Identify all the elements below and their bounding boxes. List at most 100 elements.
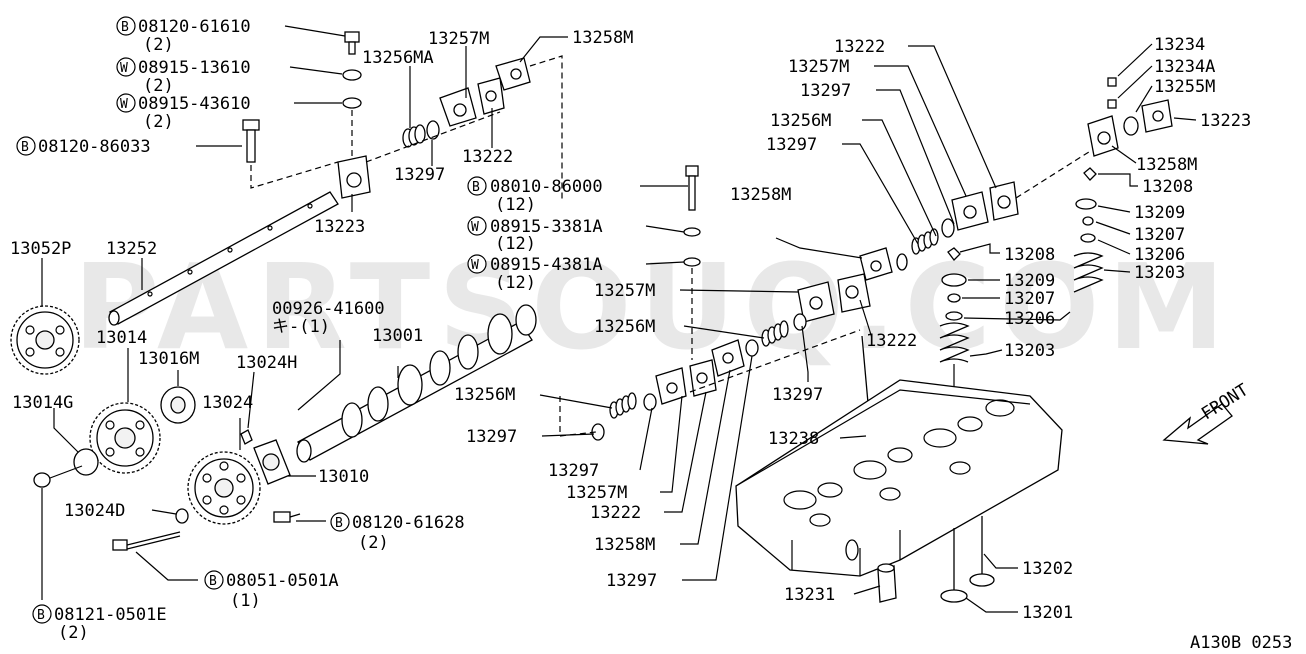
label-13297: 13297 [394,165,445,185]
label-08915-13610: 08915-13610 [138,58,251,78]
svg-text:B: B [21,140,29,155]
label-13256MA: 13256MA [362,48,434,68]
label-08915-4381A: 08915-4381A [490,255,603,275]
rocker-shaft [108,191,339,326]
label-13207: 13207 [1134,225,1185,245]
label-qty: (2) [58,623,89,643]
label-13238: 13238 [768,429,819,449]
label-13256M: 13256M [770,111,831,131]
label-13223: 13223 [314,217,365,237]
label-13256M: 13256M [594,317,655,337]
camshaft-13001 [296,304,537,463]
washer-13014G [33,448,99,488]
label-qty: (2) [358,533,389,553]
rocker-arms-mid [559,273,871,441]
label-13208: 13208 [1004,245,1055,265]
shaft-bracket-left [337,155,371,199]
svg-text:B: B [335,516,343,531]
gear-13024 [187,451,261,525]
label-13206: 13206 [1004,309,1055,329]
svg-text:W: W [471,220,479,235]
label-13297: 13297 [766,135,817,155]
label-13257M: 13257M [594,281,655,301]
label-qty: (2) [143,35,174,55]
label-13257M: 13257M [788,57,849,77]
label-13297: 13297 [772,385,823,405]
label-13209: 13209 [1004,271,1055,291]
label-08121-0501E: 08121-0501E [54,605,167,625]
label-13014G: 13014G [12,393,73,413]
label-13207: 13207 [1004,289,1055,309]
label-13252: 13252 [106,239,157,259]
label-08120-61628: 08120-61628 [352,513,465,533]
label-13257M: 13257M [566,483,627,503]
label-qty: (2) [143,76,174,96]
label-08915-43610: 08915-43610 [138,94,251,114]
label-00926-41600: 00926-41600 [272,299,385,319]
label-13024: 13024 [202,393,253,413]
svg-text:W: W [120,61,128,76]
label-13258M: 13258M [594,535,655,555]
svg-text:B: B [209,574,217,589]
rocker-arms-top [439,55,563,200]
label-13297: 13297 [466,427,517,447]
svg-text:B: B [472,180,480,195]
label-13231: 13231 [784,585,835,605]
key-13024H [240,429,253,445]
label-13222: 13222 [462,147,513,167]
label-13297: 13297 [606,571,657,591]
label-13052P: 13052P [10,239,71,259]
valve-guide-13231 [877,563,897,603]
svg-text:B: B [121,20,129,35]
label-13202: 13202 [1022,559,1073,579]
leader-lines [41,25,1197,613]
svg-text:W: W [471,258,479,273]
label-08915-3381A: 08915-3381A [490,217,603,237]
label-qty: (12) [495,234,536,254]
label-13203: 13203 [1004,341,1055,361]
label-13208: 13208 [1142,177,1193,197]
label-13201: 13201 [1022,603,1073,623]
label-13024D: 13024D [64,501,125,521]
label-13257M: 13257M [428,29,489,49]
mid-bolt-stack [683,165,701,360]
valve-spring-set-a [1073,167,1104,293]
valve-spring-set-b [939,247,970,412]
label-13209: 13209 [1134,203,1185,223]
label-13256M: 13256M [454,385,515,405]
idler-13016M [160,386,196,424]
washer-13024D [112,508,189,551]
label-13001: 13001 [372,326,423,346]
label-13016M: 13016M [138,349,199,369]
label-13024H: 13024H [236,353,297,373]
label-13222: 13222 [590,503,641,523]
diagram-code: A130B 0253 [1190,633,1292,653]
label-13234: 13234 [1154,35,1205,55]
label-13297: 13297 [548,461,599,481]
label-13010: 13010 [318,467,369,487]
top-bolt-stack [242,31,362,189]
valve-13201 [940,528,968,603]
shaft-spring-top [365,111,501,163]
label-13258M: 13258M [1136,155,1197,175]
gear-13014 [89,402,161,474]
label-13234A: 13234A [1154,57,1215,77]
svg-text:W: W [120,97,128,112]
valve-13202 [969,516,995,587]
rocker-arms-right [859,77,1173,281]
label-13222: 13222 [866,331,917,351]
label-qty: (12) [495,273,536,293]
label-13297: 13297 [800,81,851,101]
label-qty: (1) [230,591,261,611]
thrust-plate-13010 [253,439,301,523]
label-13258M: 13258M [572,28,633,48]
part-number-labels: 08120-61610 (2) 08915-13610 (2) 08915-43… [10,17,1292,653]
label-key-qty: キ-(1) [272,317,330,337]
label-08120-86033: 08120-86033 [38,137,151,157]
cam-sprocket-13052P [10,305,80,375]
label-13222: 13222 [834,37,885,57]
front-arrow [1162,403,1233,445]
badges: B W W B B W W B B B [16,16,487,624]
label-08051-0501A: 08051-0501A [226,571,339,591]
